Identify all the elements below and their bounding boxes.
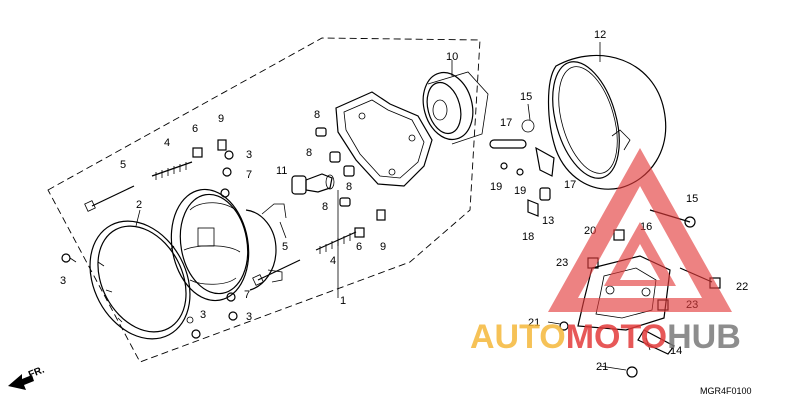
watermark-text: AUTOMOTOHUB — [470, 318, 741, 356]
leader-lines — [135, 42, 651, 371]
callout-15: 15 — [520, 91, 532, 103]
callout-22: 22 — [736, 281, 748, 293]
callout-5: 5 — [120, 159, 126, 171]
callout-9: 9 — [380, 241, 386, 253]
part-11-bulb — [291, 173, 335, 195]
part-5-screw-lower — [252, 259, 301, 286]
callout-3: 3 — [246, 311, 252, 323]
direction-label: FR. — [27, 364, 46, 380]
callout-19: 19 — [490, 181, 502, 193]
callout-13: 13 — [542, 215, 554, 227]
part-14-mount-bracket — [577, 255, 675, 355]
part-4-bolt-lower — [315, 231, 357, 254]
callout-2: 2 — [136, 199, 142, 211]
callout-12: 12 — [594, 29, 606, 41]
callout-8: 8 — [314, 109, 320, 121]
part-4-bolt-upper — [151, 161, 193, 180]
callout-14: 14 — [670, 345, 682, 357]
callout-4: 4 — [164, 137, 170, 149]
assembly-frame — [47, 37, 481, 363]
callout-6: 6 — [356, 241, 362, 253]
diagram-code: MGR4F0100 — [700, 386, 752, 396]
parts-13-18-19-fasteners — [500, 162, 551, 217]
part-8-clips — [315, 127, 355, 207]
callout-3: 3 — [60, 275, 66, 287]
callout-6: 6 — [192, 123, 198, 135]
headlight-unit — [170, 188, 287, 302]
callout-9: 9 — [218, 113, 224, 125]
callout-3: 3 — [200, 309, 206, 321]
headlight-case-bracket — [335, 91, 433, 187]
part-5-screw-upper — [84, 185, 135, 212]
callout-10: 10 — [446, 51, 458, 63]
callout-5: 5 — [282, 241, 288, 253]
callout-15: 15 — [686, 193, 698, 205]
callout-8: 8 — [306, 147, 312, 159]
callout-11: 11 — [276, 165, 287, 177]
callout-17: 17 — [500, 117, 512, 129]
callout-4: 4 — [330, 255, 336, 267]
arrow-icon — [8, 374, 34, 390]
callout-21: 21 — [528, 317, 540, 329]
callout-8: 8 — [346, 181, 352, 193]
callout-18: 18 — [522, 231, 534, 243]
callout-3: 3 — [246, 149, 252, 161]
watermark-triangle-icon — [548, 148, 732, 312]
small-fasteners — [61, 139, 386, 339]
callout-21: 21 — [596, 361, 608, 373]
callout-19: 19 — [514, 185, 526, 197]
callout-7: 7 — [244, 289, 250, 301]
callout-8: 8 — [322, 201, 328, 213]
watermark-logo: AUTOMOTOHUB — [470, 148, 741, 356]
callout-23: 23 — [556, 257, 568, 269]
callout-1: 1 — [340, 295, 346, 307]
callout-7: 7 — [246, 169, 252, 181]
part-10-bulb-cover — [422, 71, 489, 145]
part-17-stay — [489, 139, 555, 177]
callout-17: 17 — [564, 179, 576, 191]
front-direction-arrow: FR. — [8, 364, 46, 390]
part-2-headlight-rim — [89, 220, 194, 340]
